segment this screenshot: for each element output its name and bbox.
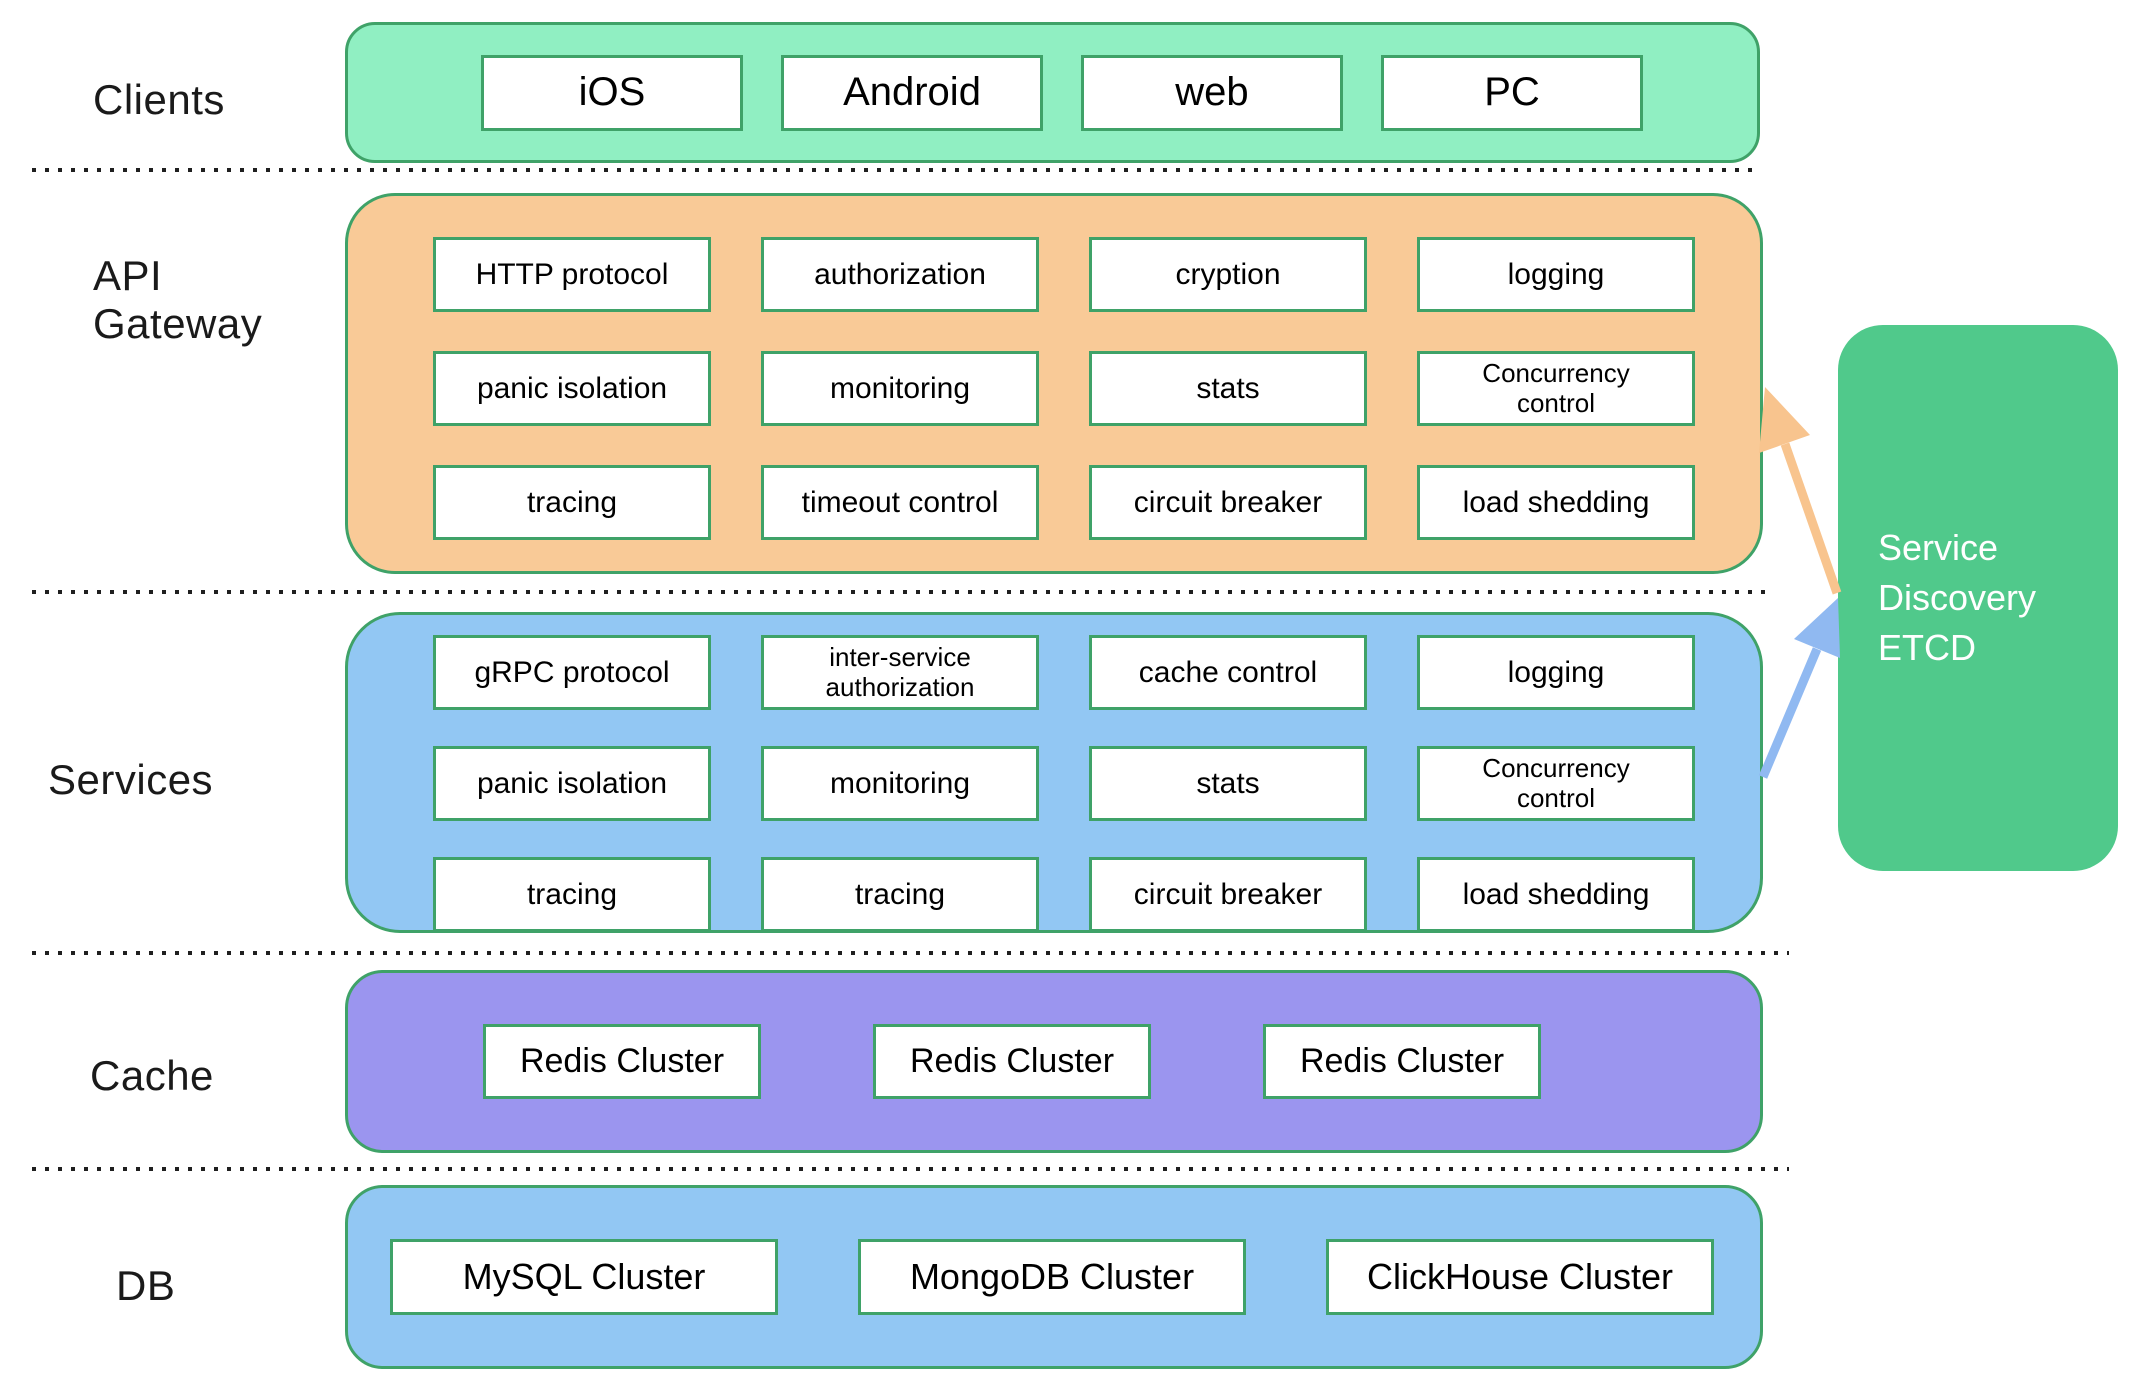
feature-timeout-control: timeout control xyxy=(761,465,1039,540)
db-layer-label: DB xyxy=(116,1262,176,1309)
layer-separator-3 xyxy=(32,951,1789,955)
etcd-label-line3: ETCD xyxy=(1878,627,1976,668)
svc-inter-service-authorization: inter-service authorization xyxy=(761,635,1039,710)
services-layer-label: Services xyxy=(48,756,214,803)
svc-panic-isolation: panic isolation xyxy=(433,746,711,821)
clients-layer-label: Clients xyxy=(93,76,225,123)
svc-stats: stats xyxy=(1089,746,1367,821)
svc-tracing-1: tracing xyxy=(433,857,711,932)
svc-tracing-2: tracing xyxy=(761,857,1039,932)
client-android: Android xyxy=(781,54,1043,131)
layer-separator-2 xyxy=(32,590,1767,594)
client-pc-label: PC xyxy=(1484,70,1540,114)
client-ios-label: iOS xyxy=(578,70,646,114)
cache-layer-box: Redis Cluster Redis Cluster Redis Cluste… xyxy=(345,970,1763,1153)
redis-cluster-3: Redis Cluster xyxy=(1263,1024,1541,1099)
clickhouse-cluster: ClickHouse Cluster xyxy=(1326,1239,1714,1315)
svc-monitoring: monitoring xyxy=(761,746,1039,821)
client-web-label: web xyxy=(1175,70,1249,114)
client-android-label: Android xyxy=(843,70,981,114)
client-pc: PC xyxy=(1381,54,1643,131)
redis-cluster-1: Redis Cluster xyxy=(483,1024,761,1099)
api-gateway-layer-box: HTTP protocol authorization cryption log… xyxy=(345,193,1763,574)
feature-load-shedding: load shedding xyxy=(1417,465,1695,540)
layer-separator-4 xyxy=(32,1167,1789,1171)
feature-circuit-breaker: circuit breaker xyxy=(1089,465,1367,540)
feature-stats: stats xyxy=(1089,351,1367,426)
db-layer-box: MySQL Cluster MongoDB Cluster ClickHouse… xyxy=(345,1185,1763,1369)
cache-layer-label: Cache xyxy=(90,1052,214,1099)
feature-authorization: authorization xyxy=(761,237,1039,312)
svc-concurrency-control: Concurrency control xyxy=(1417,746,1695,821)
svc-grpc-protocol: gRPC protocol xyxy=(433,635,711,710)
svc-load-shedding: load shedding xyxy=(1417,857,1695,932)
etcd-label-line1: Service xyxy=(1878,527,1999,568)
feature-logging: logging xyxy=(1417,237,1695,312)
redis-cluster-2: Redis Cluster xyxy=(873,1024,1151,1099)
api-gateway-label-line2: Gateway xyxy=(93,300,263,347)
api-gateway-layer-label: API Gateway xyxy=(93,252,262,348)
mysql-cluster: MySQL Cluster xyxy=(390,1239,778,1315)
etcd-to-gateway-arrow xyxy=(1759,387,1842,595)
api-gateway-label-line1: API xyxy=(93,252,163,299)
feature-monitoring: monitoring xyxy=(761,351,1039,426)
feature-cryption: cryption xyxy=(1089,237,1367,312)
client-web: web xyxy=(1081,54,1343,131)
feature-http-protocol: HTTP protocol xyxy=(433,237,711,312)
feature-tracing: tracing xyxy=(433,465,711,540)
etcd-label-line2: Discovery xyxy=(1878,577,2037,618)
services-to-etcd-arrow xyxy=(1758,598,1840,779)
client-ios: iOS xyxy=(481,54,743,131)
feature-panic-isolation: panic isolation xyxy=(433,351,711,426)
svc-cache-control: cache control xyxy=(1089,635,1367,710)
services-layer-box: gRPC protocol inter-service authorizatio… xyxy=(345,612,1763,933)
clients-layer-box: iOS Android web PC xyxy=(345,22,1760,163)
service-discovery-etcd-box: Service Discovery ETCD xyxy=(1838,325,2118,871)
mongodb-cluster: MongoDB Cluster xyxy=(858,1239,1246,1315)
svc-logging: logging xyxy=(1417,635,1695,710)
feature-concurrency-control: Concurrency control xyxy=(1417,351,1695,426)
svc-circuit-breaker: circuit breaker xyxy=(1089,857,1367,932)
layer-separator-1 xyxy=(32,168,1754,172)
